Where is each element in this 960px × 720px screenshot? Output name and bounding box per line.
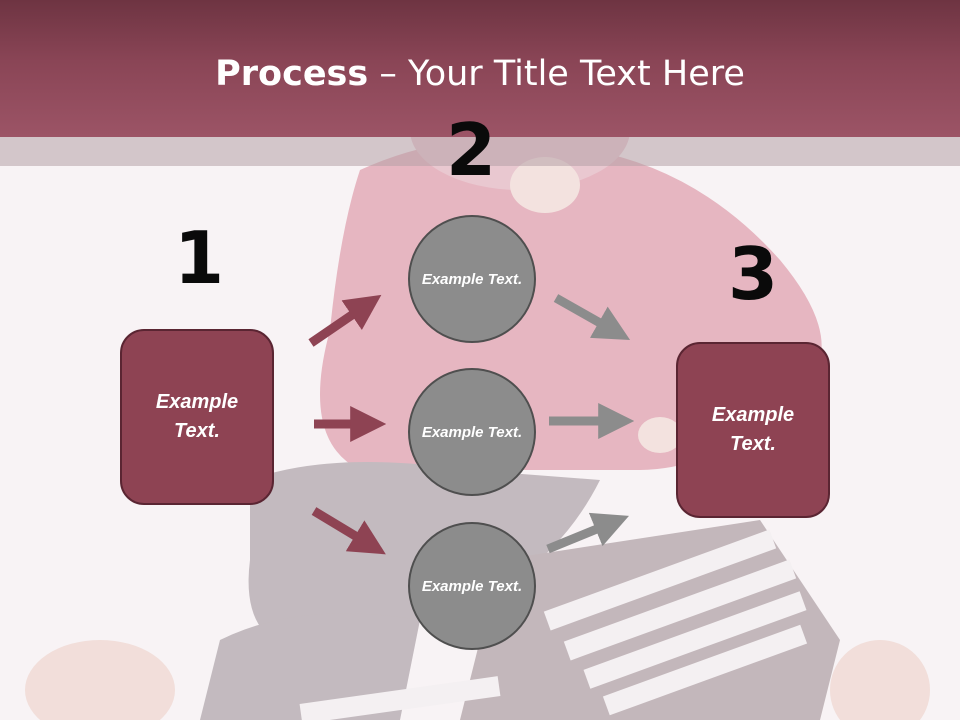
arrow-2-to-3-top bbox=[553, 294, 631, 340]
step-1-label: Example Text. bbox=[155, 391, 239, 442]
step-3-box[interactable]: Example Text. bbox=[676, 342, 830, 518]
arrow-1-to-2-top bbox=[308, 294, 382, 347]
header-bar bbox=[0, 0, 960, 137]
arrow-2-to-3-bottom bbox=[546, 512, 629, 554]
title-text: Your Title Text Here bbox=[407, 54, 745, 94]
step-2-circle-top-label: Example Text. bbox=[421, 270, 523, 288]
header-band bbox=[0, 137, 960, 166]
step-3-label: Example Text. bbox=[711, 404, 795, 455]
step-2-circle-middle[interactable]: Example Text. bbox=[408, 368, 536, 496]
arrow-1-to-2-bottom bbox=[311, 507, 386, 555]
step-number-1: 1 bbox=[173, 216, 225, 300]
step-number-3: 3 bbox=[727, 232, 779, 316]
title-dash: – bbox=[368, 54, 408, 94]
step-2-circle-bottom[interactable]: Example Text. bbox=[408, 522, 536, 650]
step-number-2: 2 bbox=[445, 108, 497, 192]
step-2-circle-middle-label: Example Text. bbox=[421, 423, 523, 441]
step-1-box[interactable]: Example Text. bbox=[120, 329, 274, 505]
slide-title[interactable]: Process – Your Title Text Here bbox=[0, 52, 960, 96]
title-bold-part: Process bbox=[215, 54, 369, 94]
step-2-circle-bottom-label: Example Text. bbox=[421, 577, 523, 595]
step-2-circle-top[interactable]: Example Text. bbox=[408, 215, 536, 343]
